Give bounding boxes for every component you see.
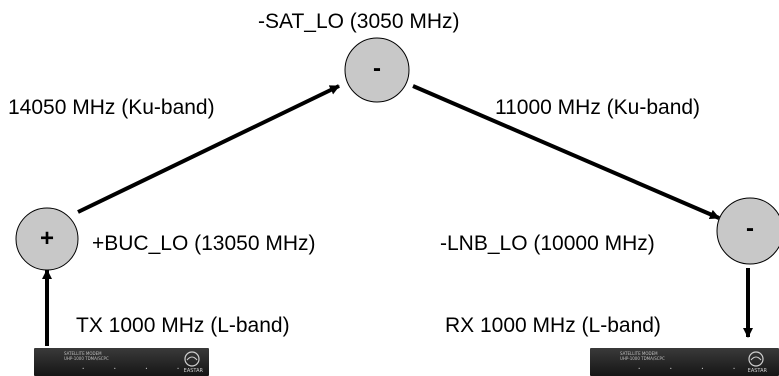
downlink-arrow bbox=[412, 84, 720, 220]
uplink-arrow bbox=[77, 84, 340, 214]
lnb-mixer-symbol: - bbox=[746, 215, 754, 242]
downlink-frequency-label: 11000 MHz (Ku-band) bbox=[495, 96, 701, 119]
lnb-mixer-circle bbox=[716, 197, 779, 265]
tx-frequency-label: TX 1000 MHz (L-band) bbox=[76, 314, 290, 337]
lnb-lo-label: -LNB_LO (10000 MHz) bbox=[440, 232, 655, 255]
sat-mixer-circle bbox=[344, 37, 410, 103]
buc-mixer-symbol: + bbox=[39, 225, 54, 252]
rx-frequency-label: RX 1000 MHz (L-band) bbox=[445, 314, 661, 337]
uplink-frequency-label: 14050 MHz (Ku-band) bbox=[8, 96, 215, 119]
eastar-logo-icon bbox=[184, 351, 200, 367]
sat-lo-label: -SAT_LO (3050 MHz) bbox=[258, 10, 460, 33]
rx-modem-brand: EASTAR bbox=[747, 368, 767, 374]
buc-lo-label: +BUC_LO (13050 MHz) bbox=[92, 232, 316, 255]
sat-mixer-symbol: - bbox=[373, 55, 381, 82]
tx-modem-brand: EASTAR bbox=[183, 368, 203, 374]
eastar-logo-icon bbox=[748, 351, 764, 367]
buc-mixer-circle bbox=[15, 207, 79, 271]
